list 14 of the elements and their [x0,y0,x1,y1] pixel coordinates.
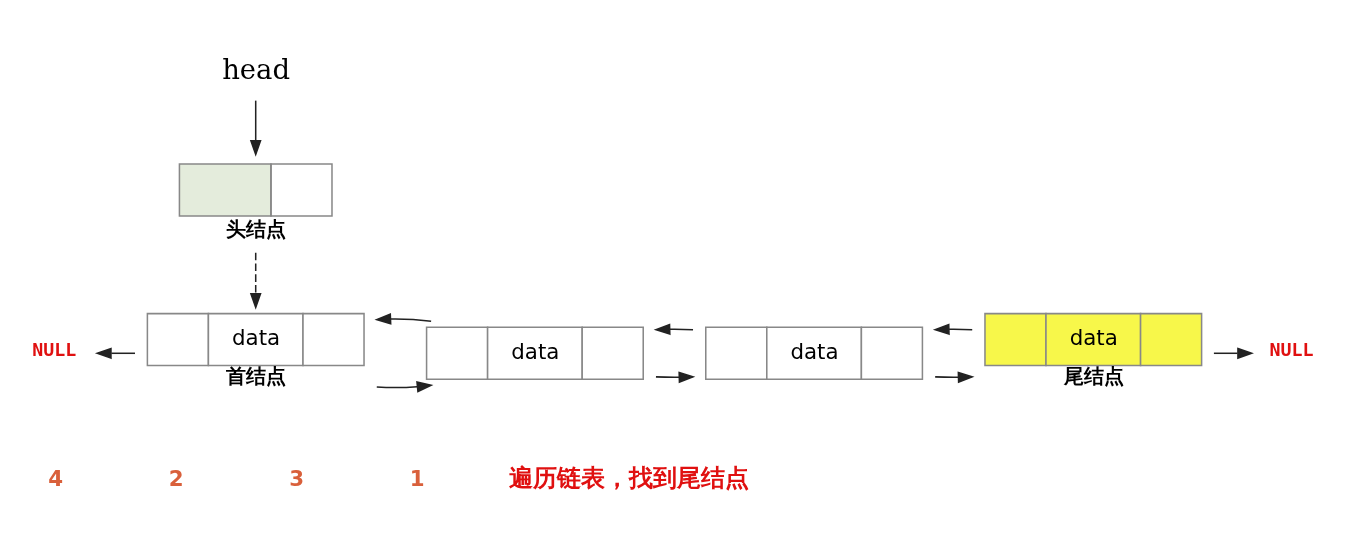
label: 4 [48,465,64,491]
node-text: NULL [1269,338,1314,360]
node-text: data [790,338,839,364]
label: 遍历链表，找到尾结点 [508,462,749,492]
node-label: 尾结点 [1063,364,1124,388]
node-label: 首结点 [225,364,286,388]
label: 2 [168,465,184,491]
node-text: data [511,338,560,364]
node-text: head [222,53,291,85]
node-text: data [232,324,281,350]
node-text: NULL [32,338,77,360]
label: 1 [409,465,425,491]
node-label: 头结点 [225,217,286,241]
label: 3 [289,465,305,491]
